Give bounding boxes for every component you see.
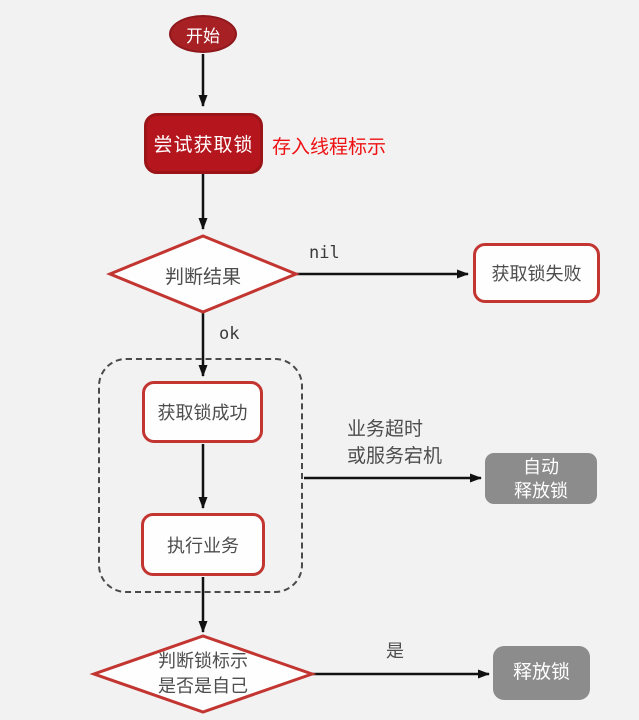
- acquire-lock-success-label: 获取锁成功: [157, 403, 248, 423]
- execute-business-node: 执行业务: [141, 513, 265, 576]
- branch-label-ok: ok: [219, 324, 240, 344]
- judge-owner-line2: 是否是自己: [158, 676, 248, 696]
- auto-release-lock-line1: 自动: [523, 456, 559, 477]
- try-acquire-lock-node: 尝试获取锁: [144, 113, 263, 174]
- decision-diamond-judge-owner: [89, 634, 317, 714]
- decision-diamond-judge-result: [106, 234, 300, 314]
- timeout-annotation: 业务超时 或服务宕机: [347, 416, 442, 470]
- branch-label-yes: 是: [386, 641, 404, 661]
- start-node-label: 开始: [186, 26, 220, 46]
- auto-release-lock-node: 自动 释放锁: [485, 453, 597, 504]
- judge-result-label: 判断结果: [164, 267, 241, 288]
- acquire-lock-failed-label: 获取锁失败: [491, 264, 582, 284]
- branch-label-nil: nil: [309, 243, 340, 263]
- timeout-annotation-line2: 或服务宕机: [347, 446, 443, 467]
- auto-release-lock-line2: 释放锁: [514, 480, 568, 501]
- start-node: 开始: [169, 15, 237, 53]
- judge-owner-line1: 判断锁标示: [158, 651, 248, 671]
- lock-held-group-container: [98, 358, 303, 593]
- try-acquire-lock-label: 尝试获取锁: [153, 135, 254, 156]
- timeout-annotation-line1: 业务超时: [347, 419, 424, 440]
- release-lock-node: 释放锁: [493, 646, 590, 700]
- acquire-lock-failed-node: 获取锁失败: [473, 243, 600, 303]
- acquire-lock-success-node: 获取锁成功: [142, 381, 263, 443]
- judge-owner-label: 判断锁标示 是否是自己: [110, 649, 296, 699]
- flow-arrows: [198, 54, 490, 679]
- execute-business-label: 执行业务: [167, 535, 239, 556]
- release-lock-label: 释放锁: [512, 662, 570, 683]
- store-thread-id-note: 存入线程标示: [272, 137, 387, 158]
